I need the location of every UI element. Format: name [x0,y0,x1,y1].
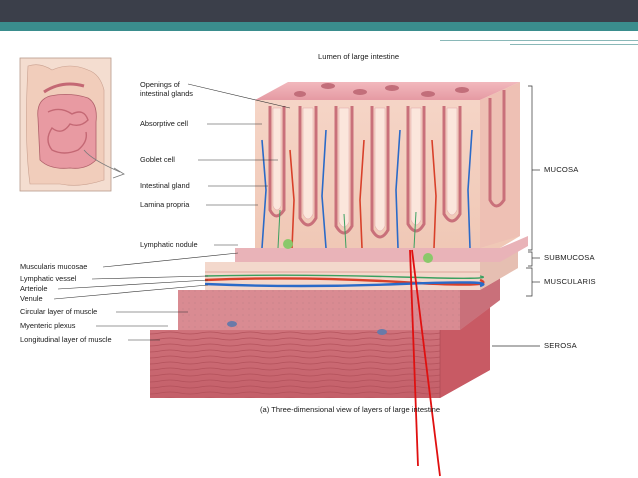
figure-caption: (a) Three-dimensional view of layers of … [260,405,441,414]
slide-header-bar [0,0,638,22]
serosa-label: SEROSA [544,341,577,350]
circular-muscle-label: Circular layer of muscle [20,307,98,316]
longitudinal-muscle-label: Longitudinal layer of muscle [20,335,112,344]
slide-header-accent [0,22,638,31]
muscularis-mucosae-label: Muscularis mucosae [20,262,88,271]
serosa-layer [150,300,490,398]
muscularis-mucosae-band [235,236,528,262]
lymphatic-vessel-label: Lymphatic vessel [20,274,77,283]
openings-label-line1: Openings of [140,80,180,89]
lymphatic-nodule-label: Lymphatic nodule [140,240,198,249]
goblet-cell-label: Goblet cell [140,155,175,164]
lamina-propria-label: Lamina propria [140,200,190,209]
header-decor-line [440,40,638,41]
layer-brackets [492,85,540,347]
mucosa-layer [255,82,520,263]
leader-lines [53,83,291,341]
venule-label: Venule [20,294,43,303]
lumen-label: Lumen of large intestine [318,52,400,61]
header-decor-line [510,44,638,45]
muscularis-label: MUSCULARIS [544,277,596,286]
red-pointer-lines [409,249,441,477]
abdomen-thumbnail [19,57,125,192]
openings-label-line2: intestinal glands [140,89,194,98]
myenteric-plexus-label: Myenteric plexus [20,321,76,330]
intestinal-gland-label: Intestinal gland [140,181,190,190]
arteriole-label: Arteriole [20,284,48,293]
submucosa-label: SUBMUCOSA [544,253,595,262]
mucosa-label: MUCOSA [544,165,579,174]
absorptive-cell-label: Absorptive cell [140,119,189,128]
